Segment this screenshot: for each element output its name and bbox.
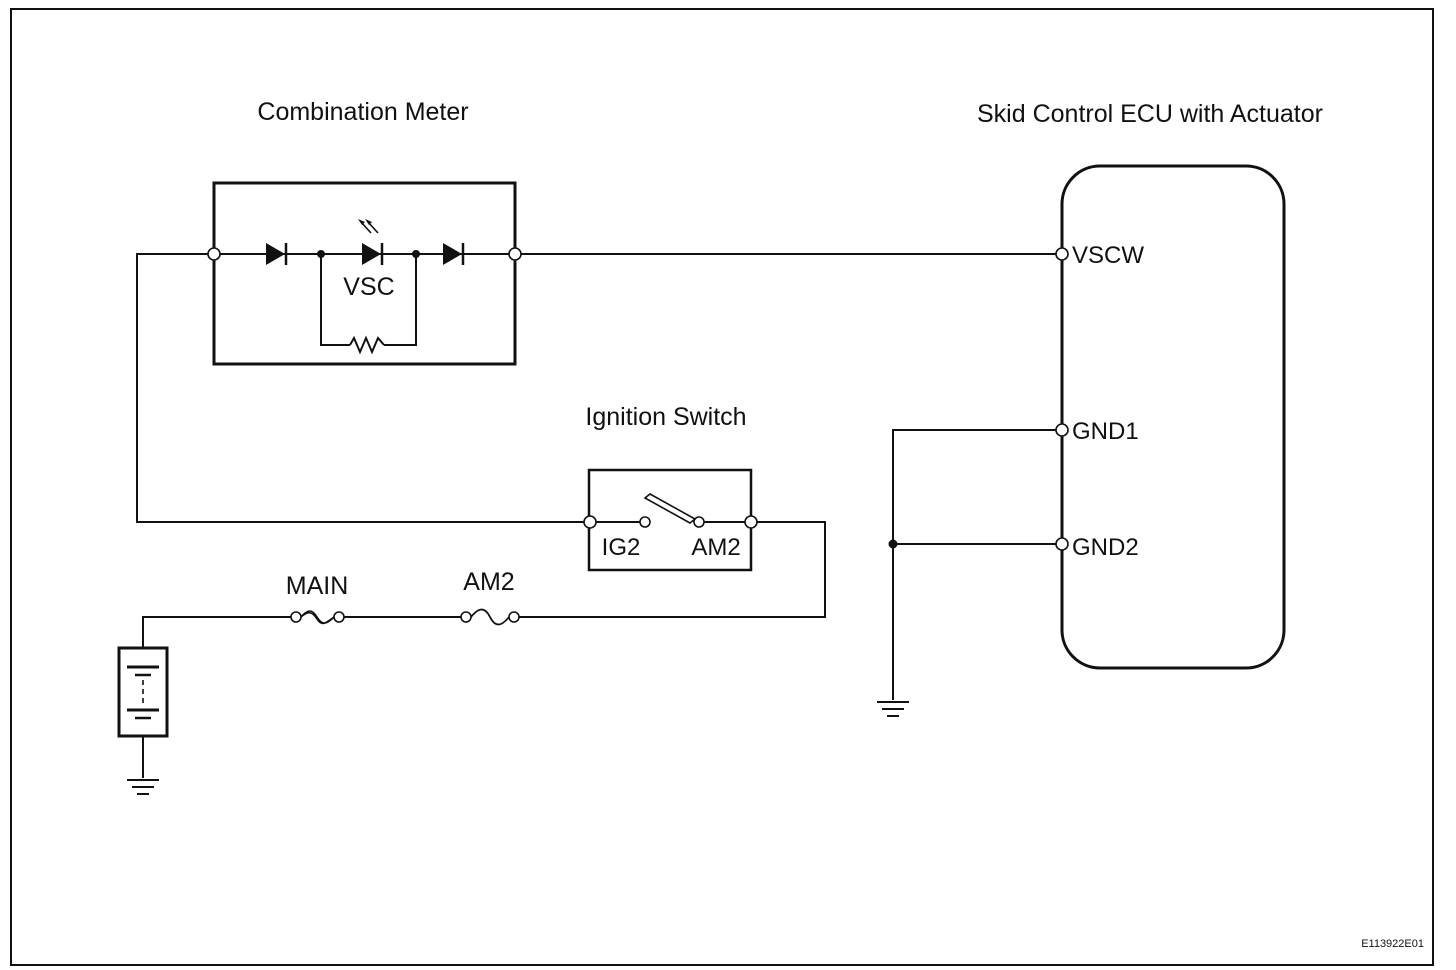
- ignition-terminal-ig2: [583, 515, 597, 529]
- switch-contact: [639, 516, 651, 528]
- resistor-symbol: [349, 335, 385, 355]
- am2-fuse-icon: [460, 608, 520, 626]
- ecu-pin-gnd2: [1055, 537, 1069, 551]
- main-fuse-icon: [290, 610, 345, 625]
- wire-gnd1: [892, 429, 1056, 700]
- bypass-right: [384, 254, 417, 346]
- am2-fuse-label: AM2: [463, 568, 514, 596]
- ecu-pin-gnd1: [1055, 423, 1069, 437]
- battery-icon: [117, 646, 169, 738]
- skid-ecu-box: [1060, 164, 1286, 670]
- ecu-pin-gnd2-label: GND2: [1072, 534, 1139, 561]
- ignition-terminal-am2: [744, 515, 758, 529]
- ecu-ground-icon: [877, 701, 909, 717]
- ignition-switch-label: Ignition Switch: [585, 403, 746, 431]
- ecu-pin-vscw: [1055, 247, 1069, 261]
- main-fuse-label: MAIN: [286, 572, 349, 600]
- figure-code: E113922E01: [1361, 938, 1424, 950]
- ecu-pin-gnd1-label: GND1: [1072, 418, 1139, 445]
- wire-am2: [519, 521, 826, 618]
- combination-meter-label: Combination Meter: [257, 98, 468, 126]
- diagram-frame: [10, 8, 1434, 966]
- wire-battery-positive: [142, 616, 291, 648]
- am2-terminal-label: AM2: [691, 534, 740, 561]
- ecu-pin-vscw-label: VSCW: [1072, 242, 1144, 269]
- vsc-lamp-label: VSC: [343, 273, 394, 301]
- meter-terminal-right: [508, 247, 522, 261]
- bypass-left: [320, 254, 350, 346]
- diode-2: [443, 243, 465, 265]
- junction-dot: [412, 250, 420, 258]
- battery-ground-icon: [127, 779, 159, 795]
- wire-ig2: [136, 253, 584, 523]
- junction-dot: [317, 250, 325, 258]
- ground-junction-dot: [888, 539, 898, 549]
- ig2-label: IG2: [602, 534, 641, 561]
- skid-ecu-label: Skid Control ECU with Actuator: [977, 100, 1323, 128]
- meter-terminal-left: [207, 247, 221, 261]
- switch-lever: [643, 493, 697, 524]
- vsc-led: [358, 219, 384, 265]
- combination-meter-box: [212, 181, 517, 366]
- diode-1: [266, 243, 288, 265]
